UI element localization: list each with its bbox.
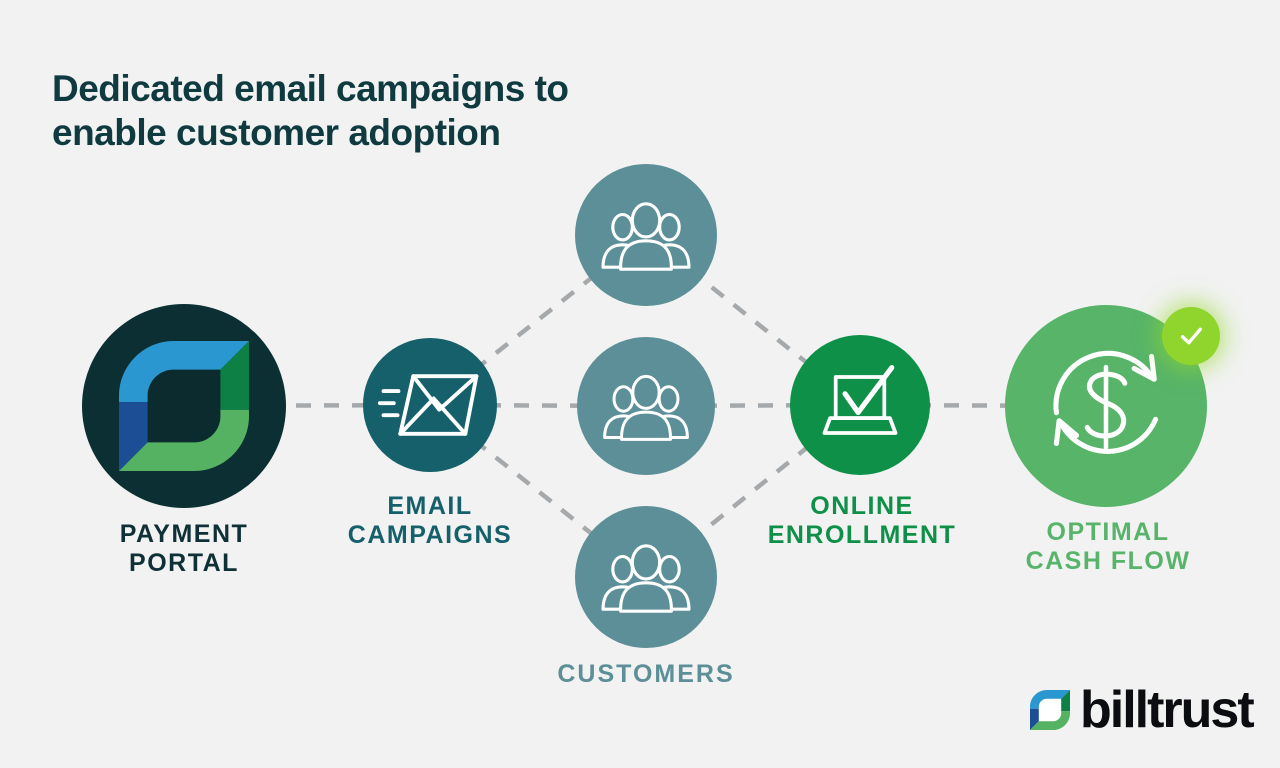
customers-circle-top	[575, 164, 717, 306]
billtrust-mark-icon	[1030, 690, 1070, 730]
customers-label: CUSTOMERS	[557, 660, 735, 688]
check-badge	[1162, 307, 1220, 365]
optimal-cash-flow-label: OPTIMAL CASH FLOW	[1025, 518, 1191, 575]
page-title: Dedicated email campaigns to enable cust…	[52, 67, 569, 153]
people-group-icon	[595, 536, 697, 618]
billtrust-mark-icon	[119, 341, 249, 471]
email-campaigns-circle	[363, 338, 497, 472]
online-enrollment-circle	[790, 335, 930, 475]
envelope-icon	[378, 374, 479, 436]
billtrust-wordmark: billtrust	[1080, 681, 1255, 739]
payment-portal-label: PAYMENT PORTAL	[119, 520, 249, 577]
laptop-check-icon	[822, 365, 898, 435]
email-campaigns-label: EMAIL CAMPAIGNS	[347, 492, 513, 549]
payment-portal-circle	[82, 304, 286, 508]
people-group-icon	[597, 367, 695, 446]
dollar-cycle-icon	[1053, 350, 1159, 454]
online-enrollment-label: ONLINE ENROLLMENT	[767, 492, 957, 549]
check-icon	[1180, 327, 1202, 345]
customers-circle-bottom	[575, 506, 717, 648]
billtrust-logo: billtrust	[1030, 681, 1255, 739]
optimal-cash-flow-circle	[1005, 305, 1207, 507]
people-group-icon	[595, 194, 697, 276]
customers-circle-middle	[577, 337, 715, 475]
